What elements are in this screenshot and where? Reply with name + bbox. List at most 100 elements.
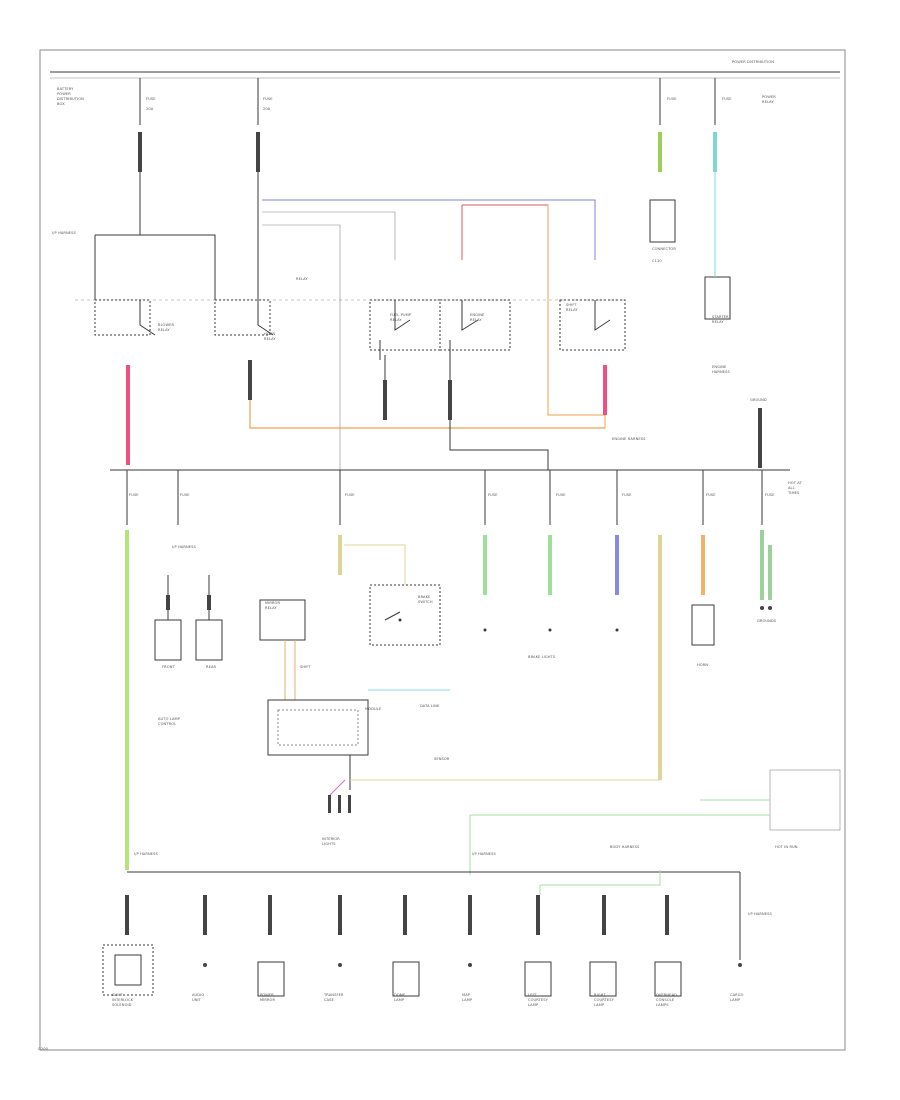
diagram-label: RELAY [762,100,774,104]
diagram-label: FUSE [556,493,566,497]
diagram-label: RELAY [158,328,170,332]
diagram-label: TRANSFER [323,993,344,997]
diagram-label: SHIFT [300,665,311,669]
diagram-label: INTERLOCK [112,998,134,1002]
diagram-label: HORN [264,332,275,336]
middle-fuse-drops [126,470,763,525]
diagram-label: SWITCH [418,600,433,604]
diagram-label: FUSE [488,493,498,497]
diagram-label: FRONT [162,665,175,669]
mirror-relay [259,599,306,700]
blower-relay [94,299,156,336]
diagram-label: RELAY [265,606,277,610]
diagram-label: MAP [462,993,471,997]
diagram-label: SENSOR [434,757,450,761]
middle-branch-wires [125,530,772,870]
diagram-label: AUDIO [192,993,204,997]
diagram-label: C110 [652,259,662,263]
diagram-label: FUSE [129,493,139,497]
diagram-label: SHIFT [112,993,123,997]
diagram-label: RELAY [390,318,402,322]
diagram-label: LAMP [462,998,473,1002]
diagram-label: TIMES [787,491,800,495]
diagram-label: RELAY [296,277,308,281]
diagram-label: BOX [57,102,65,106]
diagram-label: POWER DISTRIBUTION [732,60,774,64]
diagram-label: LAMP [394,998,405,1002]
diagram-label: DISTRIBUTION [57,97,84,101]
diagram-label: FUSE [722,97,732,101]
fuel-pump-relay [369,299,441,360]
diagram-labels: POWER DISTRIBUTIONBATTERYPOWERDISTRIBUTI… [38,60,803,1051]
diagram-label: BRAKE [418,595,431,599]
diagram-label: HOT IN RUN [775,845,798,849]
diagram-label: COURTESY [528,998,549,1002]
diagram-label: FUSE [345,493,355,497]
diagram-label: CASE [324,998,335,1002]
starter-relay-box [649,172,731,320]
diagram-label: MODULE [365,707,382,711]
diagram-label: BATTERY [57,87,74,91]
diagram-label: MIRROR [265,601,280,605]
diagram-label: BODY HARNESS [610,845,640,849]
diagram-label: 20A [263,107,271,111]
diagram-label: POWER [57,92,71,96]
diagram-label: FUSE [263,97,273,101]
branch-terminals [483,604,772,646]
engine-ground [758,408,762,468]
diagram-label: RELAY [712,320,724,324]
diagram-label: FUEL PUMP [390,313,412,317]
diagram-label: ENGINE [470,313,485,317]
diagram-frame [39,49,846,1051]
diagram-label: I/P HARNESS [52,231,76,235]
diagram-label: RELAY [566,308,578,312]
diagram-label: FUSE [622,493,632,497]
diagram-label: SHIFT [566,303,577,307]
shift-module [267,689,450,790]
diagram-label: FUSE [706,493,716,497]
top-fuse-drops [138,78,717,172]
diagram-label: CONTROL [158,722,176,726]
diagram-label: GROUNDS [757,619,777,623]
diagram-label: RIGHT [594,993,606,997]
diagram-label: DATA LINK [420,704,440,708]
diagram-label: BRAKE LIGHTS [528,655,556,659]
bottom-loads [102,944,742,997]
diagram-label: LIGHTS [322,842,336,846]
diagram-label: I/P HARNESS [172,545,196,549]
diagram-label: FUSE [146,97,156,101]
diagram-label: I/P HARNESS [134,852,158,856]
diagram-label: BLOWER [158,323,174,327]
diagram-label: HOT AT [788,481,803,485]
bottom-drops [125,872,741,960]
diagram-label: I/P HARNESS [472,852,496,856]
diagram-label: LAMP [528,1003,539,1007]
brake-switch-box [369,584,441,646]
relay-output-wires [126,355,607,470]
diagram-label: RELAY [264,337,276,341]
body-harness-run [539,870,661,895]
diagram-label: G200 [38,1047,49,1051]
diagram-label: CARGO [730,993,744,997]
diagram-label: CONNECTOR [652,247,676,251]
diagram-label: I/P HARNESS [748,912,772,916]
diagram-label: POWER [260,993,274,997]
diagram-label: LAMP [730,998,741,1002]
diagram-label: FUSE [667,97,677,101]
diagram-label: GROUND [750,398,767,402]
diagram-label: FUSE [180,493,190,497]
diagram-label: INTERIOR [322,837,340,841]
diagram-label: UNIT [192,998,202,1002]
upper-branch-wires [94,172,606,470]
diagram-label: 20A [146,107,154,111]
diagram-label: ENGINE HARNESS [612,437,646,441]
diagram-label: AUTO LAMP [158,717,181,721]
diagram-label: FUSE [765,493,775,497]
diagram-label: ALL [788,486,795,490]
diagram-label: STARTER [712,315,729,319]
diagram-label: HARNESS [712,370,730,374]
diagram-label: LAMPS [656,1003,669,1007]
diagram-label: HORN [697,663,708,667]
engine-relay [439,299,511,360]
diagram-label: MIRROR [260,998,275,1002]
